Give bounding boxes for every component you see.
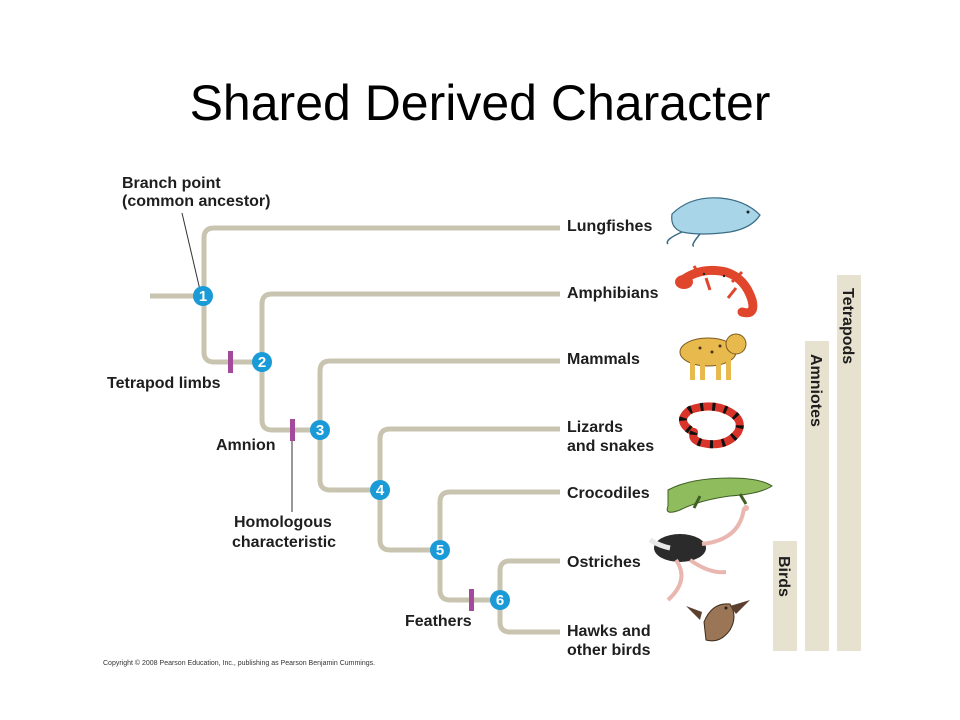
svg-text:5: 5 bbox=[436, 542, 444, 559]
tetrapod-limbs-marker bbox=[228, 351, 233, 373]
node-2: 2 bbox=[252, 352, 272, 372]
svg-text:1: 1 bbox=[199, 288, 207, 305]
crocodile-icon bbox=[666, 477, 773, 513]
birds-label: Birds bbox=[775, 556, 792, 597]
svg-text:3: 3 bbox=[316, 422, 324, 439]
node-6: 6 bbox=[490, 590, 510, 610]
taxon-hawks-line2: other birds bbox=[567, 642, 651, 659]
salamander-icon bbox=[675, 265, 758, 318]
node-5: 5 bbox=[430, 540, 450, 560]
branch-point-label: Branch point bbox=[122, 175, 221, 192]
copyright: Copyright © 2008 Pearson Education, Inc.… bbox=[103, 659, 375, 667]
svg-text:2: 2 bbox=[258, 354, 266, 371]
branch-point-leader bbox=[181, 212, 201, 291]
branch-point-sublabel: (common ancestor) bbox=[122, 193, 270, 210]
slide-title: Shared Derived Character bbox=[189, 75, 771, 131]
snake-icon bbox=[679, 402, 744, 449]
homologous-label: Homologous bbox=[234, 514, 332, 531]
taxon-lungfishes: Lungfishes bbox=[567, 218, 652, 235]
amniotes-bar bbox=[805, 341, 829, 651]
tree-branches bbox=[150, 225, 560, 635]
amniotes-label: Amniotes bbox=[807, 354, 824, 427]
amnion-label: Amnion bbox=[216, 437, 276, 454]
taxon-mammals: Mammals bbox=[567, 351, 640, 368]
svg-text:4: 4 bbox=[376, 482, 385, 499]
svg-text:6: 6 bbox=[496, 592, 504, 609]
taxon-ostriches: Ostriches bbox=[567, 554, 641, 571]
hawk-icon bbox=[686, 600, 750, 642]
birds-bar bbox=[773, 541, 797, 651]
homologous-sublabel: characteristic bbox=[232, 534, 336, 551]
feathers-marker bbox=[469, 589, 474, 611]
tetrapod-limbs-label: Tetrapod limbs bbox=[107, 375, 221, 392]
lungfish-icon bbox=[666, 197, 761, 247]
taxon-amphibians: Amphibians bbox=[567, 285, 659, 302]
node-1: 1 bbox=[193, 286, 213, 306]
feathers-label: Feathers bbox=[405, 613, 472, 630]
taxon-hawks-line1: Hawks and bbox=[567, 623, 651, 640]
node-3: 3 bbox=[310, 420, 330, 440]
ostrich-icon bbox=[648, 505, 749, 602]
tetrapods-bar bbox=[837, 275, 861, 651]
bobcat-icon bbox=[679, 333, 747, 380]
taxon-lizards-line1: Lizards bbox=[567, 419, 623, 436]
taxon-lizards-line2: and snakes bbox=[567, 438, 654, 455]
tetrapods-label: Tetrapods bbox=[839, 288, 856, 364]
amnion-marker bbox=[290, 419, 295, 441]
taxon-crocodiles: Crocodiles bbox=[567, 485, 650, 502]
node-4: 4 bbox=[370, 480, 390, 500]
